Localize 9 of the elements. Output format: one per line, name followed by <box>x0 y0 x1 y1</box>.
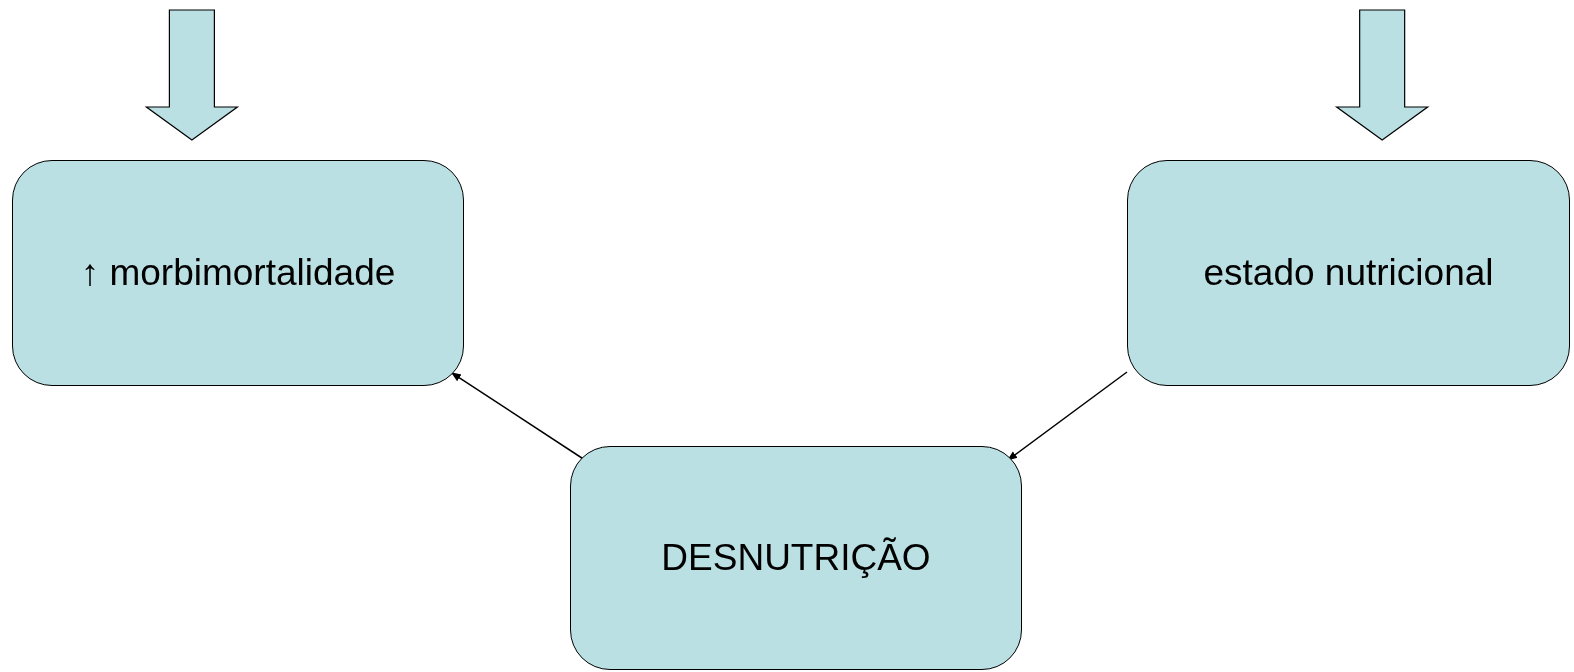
rounded-box <box>12 160 464 386</box>
block-arrow <box>144 9 240 141</box>
box-label: ↑ morbimortalidade <box>80 252 396 294</box>
arrow <box>1007 371 1128 461</box>
rounded-box <box>570 446 1022 670</box>
box-label: estado nutricional <box>1203 252 1494 294</box>
rounded-box <box>1127 160 1570 386</box>
block-arrow <box>1334 9 1430 141</box>
box-label: DESNUTRIÇÃO <box>661 537 931 579</box>
